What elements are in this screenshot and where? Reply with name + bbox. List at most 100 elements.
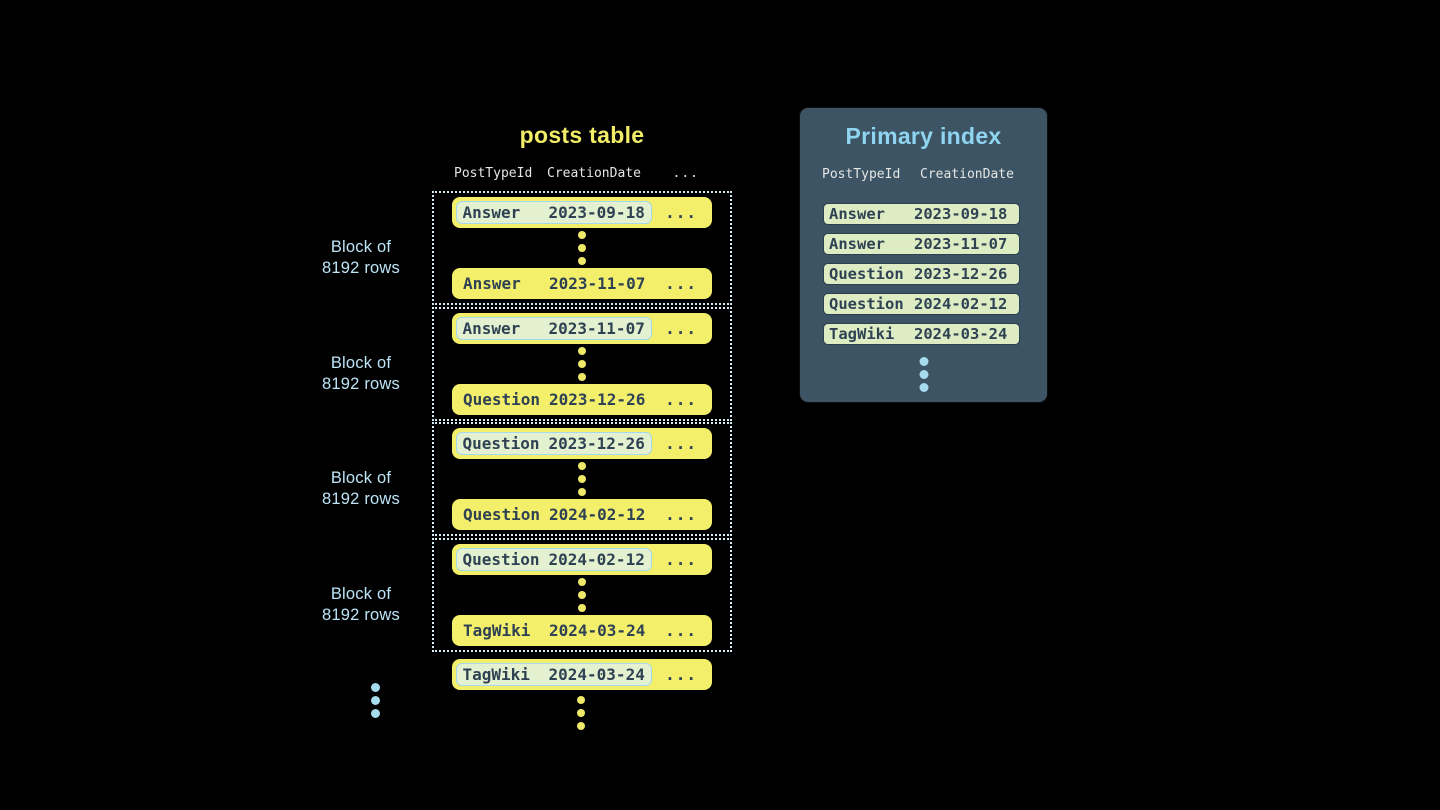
more-columns-ellipsis: ... — [665, 274, 697, 293]
more-columns-ellipsis: ... — [665, 665, 697, 684]
block-label-line1: Block of — [330, 585, 392, 603]
ellipsis-dot — [578, 347, 586, 355]
ellipsis-dot — [578, 488, 586, 496]
ellipsis-dot — [919, 383, 928, 392]
creation-date-value: 2023-09-18 — [548, 203, 645, 222]
column-header-creationdate: CreationDate — [547, 166, 641, 181]
index-row: Question 2024-02-12 — [823, 293, 1020, 315]
ellipsis-dot — [578, 231, 586, 239]
post-type-value: Question — [829, 265, 904, 283]
creation-date-value: 2024-03-24 — [549, 621, 646, 640]
table-row-first: Answer 2023-09-18 ... — [452, 197, 712, 228]
block-label-1: Block of 8192 rows — [296, 237, 426, 279]
ellipsis-dot — [578, 604, 586, 612]
creation-date-value: 2024-02-12 — [549, 505, 646, 524]
creation-date-value: 2023-12-26 — [549, 390, 646, 409]
index-row: TagWiki 2024-03-24 — [823, 323, 1020, 345]
ellipsis-dot — [578, 475, 586, 483]
vertical-ellipsis-dots — [578, 578, 586, 612]
creation-date-value: 2024-02-12 — [548, 550, 645, 569]
more-columns-ellipsis: ... — [665, 621, 697, 640]
more-columns-ellipsis: ... — [665, 390, 697, 409]
creation-date-value: 2023-12-26 — [548, 434, 645, 453]
ellipsis-dot — [578, 257, 586, 265]
table-row-last: TagWiki 2024-03-24 ... — [452, 615, 712, 646]
vertical-ellipsis-dots — [578, 347, 586, 381]
ellipsis-dot — [371, 709, 380, 718]
ellipsis-dot — [371, 683, 380, 692]
block-of-rows-1: Answer 2023-09-18 ... Answer 2023-11-07 … — [432, 191, 732, 305]
creation-date-value: 2023-09-18 — [914, 205, 1008, 223]
creation-date-value: 2024-03-24 — [914, 325, 1008, 343]
block-label-line1: Block of — [330, 354, 392, 372]
ellipsis-dot — [919, 370, 928, 379]
column-header-posttypeid: PostTypeId — [822, 167, 901, 182]
index-row: Answer 2023-09-18 — [823, 203, 1020, 225]
post-type-value: Question — [463, 390, 541, 409]
table-continues-ellipsis-dots — [577, 696, 585, 730]
block-label-line2: 8192 rows — [322, 259, 400, 277]
creation-date-value: 2023-12-26 — [914, 265, 1008, 283]
block-of-rows-2: Answer 2023-11-07 ... Question 2023-12-2… — [432, 307, 732, 421]
post-type-value: Question — [829, 295, 904, 313]
ellipsis-dot — [919, 357, 928, 366]
indexed-key-highlight-pill: TagWiki 2024-03-24 — [455, 663, 652, 686]
index-row: Question 2023-12-26 — [823, 263, 1020, 285]
posts-table-title: posts table — [519, 122, 645, 148]
table-row-last: Question 2023-12-26 ... — [452, 384, 712, 415]
vertical-ellipsis-dots — [578, 231, 586, 265]
post-type-value: Answer — [829, 235, 885, 253]
ellipsis-dot — [578, 578, 586, 586]
table-row-next-block: TagWiki 2024-03-24 ... — [452, 659, 712, 690]
vertical-ellipsis-dots — [578, 462, 586, 496]
table-row-last: Answer 2023-11-07 ... — [452, 268, 712, 299]
primary-index-rows: Answer 2023-09-18 Answer 2023-11-07 Ques… — [823, 203, 1020, 353]
ellipsis-dot — [577, 696, 585, 704]
indexed-key-highlight-pill: Answer 2023-09-18 — [455, 201, 652, 224]
posts-table-header-row: PostTypeId CreationDate ... — [452, 166, 712, 181]
ellipsis-dot — [578, 591, 586, 599]
table-row-first: Question 2024-02-12 ... — [452, 544, 712, 575]
block-label-line2: 8192 rows — [322, 490, 400, 508]
primary-index-title: Primary index — [845, 123, 1002, 149]
column-header-more-ellipsis: ... — [672, 166, 699, 181]
primary-index-header-row: PostTypeId CreationDate — [800, 167, 1047, 182]
more-columns-ellipsis: ... — [665, 203, 697, 222]
creation-date-value: 2023-11-07 — [914, 235, 1008, 253]
block-label-line1: Block of — [330, 469, 392, 487]
block-label-line1: Block of — [330, 238, 392, 256]
creation-date-value: 2024-02-12 — [914, 295, 1008, 313]
ellipsis-dot — [578, 373, 586, 381]
ellipsis-dot — [578, 244, 586, 252]
column-header-posttypeid: PostTypeId — [454, 166, 533, 181]
ellipsis-dot — [578, 360, 586, 368]
post-type-value: TagWiki — [829, 325, 895, 343]
post-type-value: Answer — [462, 203, 521, 222]
indexed-key-highlight-pill: Question 2024-02-12 — [455, 548, 652, 571]
post-type-value: Question — [462, 550, 540, 569]
index-continues-ellipsis-dots — [919, 357, 928, 392]
post-type-value: Answer — [462, 319, 521, 338]
row-key-values: Answer 2023-11-07 — [463, 274, 645, 293]
row-key-values: Question 2024-02-12 — [463, 505, 645, 524]
block-label-line2: 8192 rows — [322, 375, 400, 393]
creation-date-value: 2023-11-07 — [548, 319, 645, 338]
ellipsis-dot — [578, 462, 586, 470]
more-columns-ellipsis: ... — [665, 505, 697, 524]
post-type-value: Answer — [829, 205, 885, 223]
index-row: Answer 2023-11-07 — [823, 233, 1020, 255]
ellipsis-dot — [577, 709, 585, 717]
post-type-value: Question — [463, 505, 541, 524]
ellipsis-dot — [371, 696, 380, 705]
blocks-continue-ellipsis-dots — [371, 683, 380, 718]
row-key-values: Question 2023-12-26 — [463, 390, 645, 409]
post-type-value: Answer — [463, 274, 521, 293]
more-columns-ellipsis: ... — [665, 550, 697, 569]
column-header-creationdate: CreationDate — [920, 167, 1014, 182]
indexed-key-highlight-pill: Question 2023-12-26 — [455, 432, 652, 455]
indexed-key-highlight-pill: Answer 2023-11-07 — [455, 317, 652, 340]
table-row-first: Question 2023-12-26 ... — [452, 428, 712, 459]
primary-index-panel: Primary index PostTypeId CreationDate An… — [800, 108, 1047, 402]
post-type-value: Question — [462, 434, 540, 453]
post-type-value: TagWiki — [462, 665, 530, 684]
